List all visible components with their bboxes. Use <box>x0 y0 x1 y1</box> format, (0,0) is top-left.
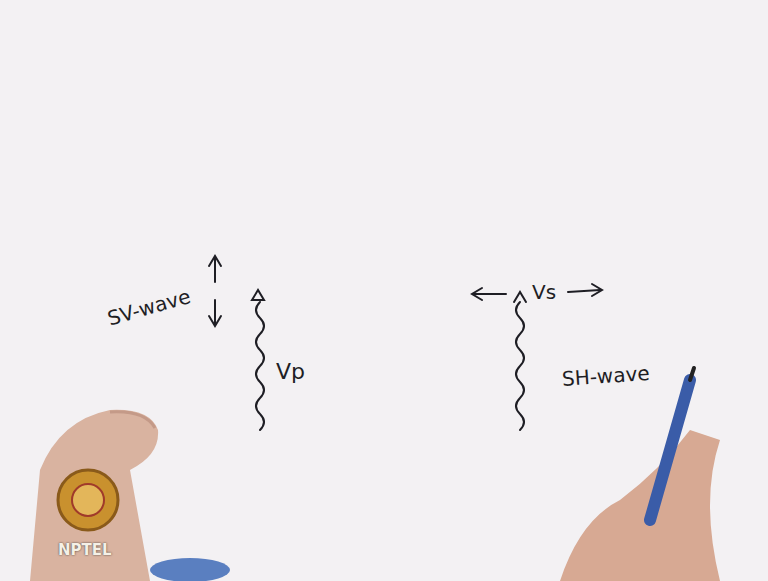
sh-wave-figure <box>472 284 602 430</box>
up-arrow <box>214 258 216 282</box>
nptel-logo <box>58 470 118 530</box>
arrowhead <box>252 290 264 300</box>
arrowhead <box>472 288 482 300</box>
left-arrow <box>474 293 506 295</box>
wavy-ray <box>516 302 524 430</box>
velocity-label: Vp <box>276 360 305 384</box>
velocity-label: Vs <box>532 281 556 303</box>
logo-text: NPTEL <box>58 542 112 559</box>
arrowhead <box>209 316 221 326</box>
wavy-ray <box>256 302 264 430</box>
arrowhead <box>209 256 221 266</box>
right-arrow <box>568 290 600 292</box>
hand-right <box>560 368 720 581</box>
wave-label: SH-wave <box>561 362 650 390</box>
down-arrow <box>214 300 216 324</box>
sv-wave-figure <box>209 256 264 430</box>
hand-left <box>30 410 230 581</box>
arrowhead <box>514 292 526 302</box>
arrowhead <box>592 284 602 296</box>
